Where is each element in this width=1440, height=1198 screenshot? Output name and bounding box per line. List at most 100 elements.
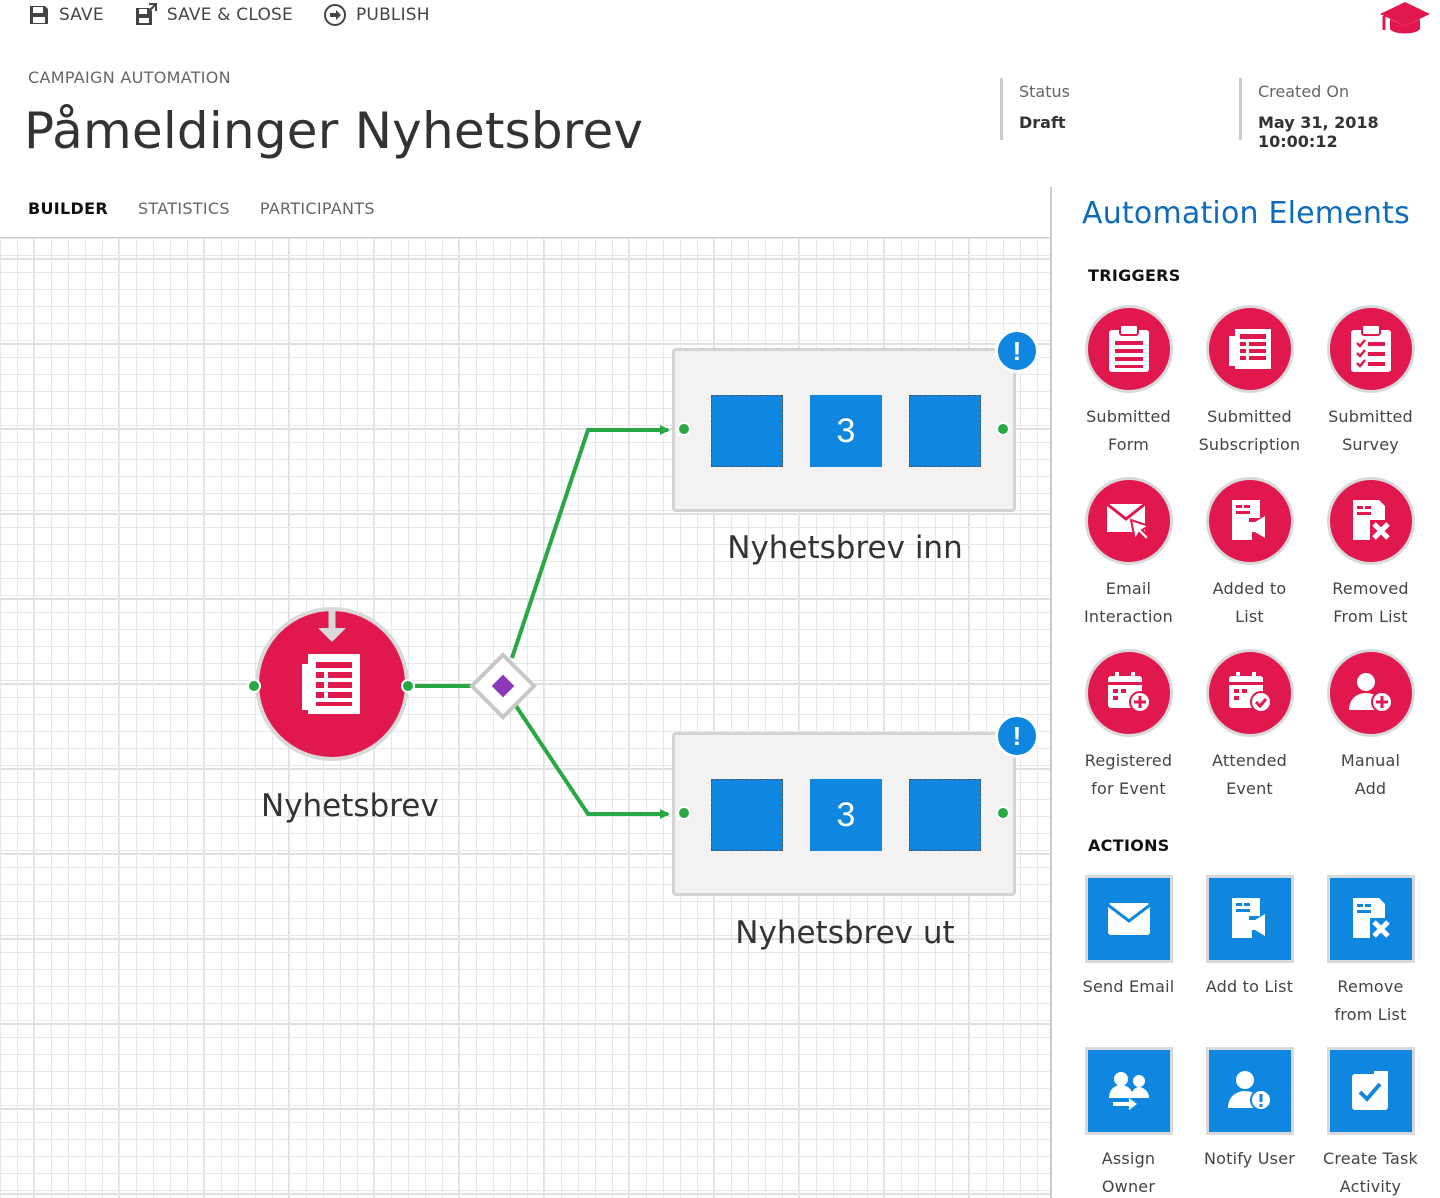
- floppy-disk-icon: [30, 6, 48, 24]
- connector-split-to-branch-1: [510, 425, 670, 659]
- add-list-icon: [1205, 477, 1294, 565]
- publish-label: PUBLISH: [355, 5, 430, 25]
- calendar-plus-icon: [1084, 649, 1173, 737]
- branch-1-label: Nyhetsbrev inn: [727, 530, 963, 566]
- trigger-label: Manual Add: [1340, 751, 1401, 798]
- tab-divider: [0, 237, 1051, 238]
- trigger-added-to-list[interactable]: Added to List: [1189, 477, 1310, 631]
- trigger-node[interactable]: [255, 607, 409, 761]
- trigger-attended-event[interactable]: Attended Event: [1189, 649, 1310, 803]
- trigger-node-label: Nyhetsbrev: [261, 788, 439, 824]
- panel-divider: [1050, 187, 1052, 1198]
- tab-statistics[interactable]: STATISTICS: [137, 199, 230, 218]
- status-value: Draft: [1019, 113, 1066, 132]
- triggers-heading: TRIGGERS: [1088, 266, 1181, 285]
- created-on-value: May 31, 2018 10:00:12: [1258, 113, 1379, 151]
- action-step[interactable]: [711, 779, 783, 851]
- action-add-to-list[interactable]: Add to List: [1189, 875, 1310, 1029]
- action-label: Add to List: [1205, 977, 1294, 996]
- action-count[interactable]: 3: [810, 779, 882, 851]
- trigger-label: Submitted Form: [1086, 407, 1171, 454]
- save-label: SAVE: [59, 5, 104, 25]
- action-remove-from-list[interactable]: Remove from List: [1310, 875, 1431, 1029]
- trigger-manual-add[interactable]: Manual Add: [1310, 649, 1431, 803]
- publish-button[interactable]: PUBLISH: [323, 3, 430, 27]
- branch-1-output-port[interactable]: [996, 422, 1010, 436]
- action-step[interactable]: [909, 779, 981, 851]
- trigger-submitted-subscription[interactable]: Submitted Subscription: [1189, 305, 1310, 459]
- calendar-check-icon: [1205, 649, 1294, 737]
- arrow-circle-icon: [323, 4, 346, 26]
- assign-owner-icon: [1084, 1047, 1173, 1135]
- triggers-grid: Submitted Form Submitted Subscription Su…: [1068, 305, 1430, 803]
- save-close-button[interactable]: SAVE & CLOSE: [134, 3, 293, 27]
- action-label: Assign Owner: [1101, 1149, 1156, 1196]
- action-label: Notify User: [1203, 1149, 1296, 1168]
- user-plus-icon: [1326, 649, 1415, 737]
- page-title: Påmeldinger Nyhetsbrev: [24, 102, 644, 160]
- envelope-icon: [1084, 875, 1173, 963]
- trigger-label: Email Interaction: [1083, 579, 1173, 626]
- action-send-email[interactable]: Send Email: [1068, 875, 1189, 1029]
- trigger-label: Removed From List: [1332, 579, 1409, 626]
- status-label: Status: [1019, 82, 1070, 101]
- form-icon: [1084, 305, 1173, 393]
- action-step[interactable]: [711, 395, 783, 467]
- created-on-field: Created On May 31, 2018 10:00:12: [1239, 78, 1440, 151]
- created-on-label: Created On: [1258, 82, 1350, 101]
- branch-1-alert-icon[interactable]: !: [995, 329, 1039, 373]
- action-assign-owner[interactable]: Assign Owner: [1068, 1047, 1189, 1198]
- tab-participants[interactable]: PARTICIPANTS: [259, 199, 375, 218]
- actions-grid: Send Email Add to List Remove from List …: [1068, 875, 1430, 1198]
- connector-split-to-branch-2: [514, 704, 670, 819]
- trigger-registered-for-event[interactable]: Registered for Event: [1068, 649, 1189, 803]
- trigger-label: Registered for Event: [1084, 751, 1173, 798]
- trigger-submitted-form[interactable]: Submitted Form: [1068, 305, 1189, 459]
- trigger-input-port[interactable]: [247, 679, 261, 693]
- form-download-icon: [302, 610, 360, 714]
- action-create-task-activity[interactable]: Create Task Activity: [1310, 1047, 1431, 1198]
- save-button[interactable]: SAVE: [28, 4, 104, 26]
- toolbar: SAVE SAVE & CLOSE PUBLISH: [28, 0, 430, 30]
- save-close-icon: [135, 3, 157, 25]
- branch-2-alert-icon[interactable]: !: [995, 714, 1039, 758]
- trigger-label: Attended Event: [1212, 751, 1287, 798]
- branch-2-input-port[interactable]: [677, 806, 691, 820]
- remove-list-icon: [1326, 477, 1415, 565]
- graduation-cap-icon[interactable]: [1378, 0, 1432, 40]
- tab-bar: BUILDER STATISTICS PARTICIPANTS: [28, 199, 375, 218]
- breadcrumb: CAMPAIGN AUTOMATION: [28, 68, 231, 87]
- subscription-icon: [1205, 305, 1294, 393]
- builder-canvas[interactable]: Nyhetsbrev 3 ! Nyhetsbrev inn 3 ! Nyhets…: [0, 238, 1051, 1198]
- trigger-output-port[interactable]: [401, 679, 415, 693]
- action-group-2[interactable]: 3: [672, 732, 1016, 896]
- trigger-email-interaction[interactable]: Email Interaction: [1068, 477, 1189, 631]
- action-label: Send Email: [1082, 977, 1175, 996]
- action-label: Create Task Activity: [1323, 1149, 1418, 1196]
- branch-2-label: Nyhetsbrev ut: [735, 915, 955, 951]
- remove-list-icon: [1326, 875, 1415, 963]
- trigger-submitted-survey[interactable]: Submitted Survey: [1310, 305, 1431, 459]
- actions-heading: ACTIONS: [1088, 836, 1170, 855]
- task-check-icon: [1326, 1047, 1415, 1135]
- trigger-removed-from-list[interactable]: Removed From List: [1310, 477, 1431, 631]
- panel-title: Automation Elements: [1082, 196, 1410, 231]
- trigger-label: Submitted Survey: [1328, 407, 1413, 454]
- email-click-icon: [1084, 477, 1173, 565]
- survey-icon: [1326, 305, 1415, 393]
- trigger-label: Added to List: [1212, 579, 1287, 626]
- action-step[interactable]: [909, 395, 981, 467]
- action-notify-user[interactable]: Notify User: [1189, 1047, 1310, 1198]
- notify-user-icon: [1205, 1047, 1294, 1135]
- split-diamond[interactable]: [469, 652, 537, 720]
- trigger-label: Submitted Subscription: [1198, 407, 1301, 454]
- save-close-label: SAVE & CLOSE: [166, 5, 293, 25]
- action-count[interactable]: 3: [810, 395, 882, 467]
- action-label: Remove from List: [1334, 977, 1407, 1024]
- branch-1-input-port[interactable]: [677, 422, 691, 436]
- tab-builder[interactable]: BUILDER: [28, 199, 108, 218]
- action-group-1[interactable]: 3: [672, 348, 1016, 512]
- add-list-icon: [1205, 875, 1294, 963]
- status-field: Status Draft: [1000, 78, 1070, 140]
- branch-2-output-port[interactable]: [996, 806, 1010, 820]
